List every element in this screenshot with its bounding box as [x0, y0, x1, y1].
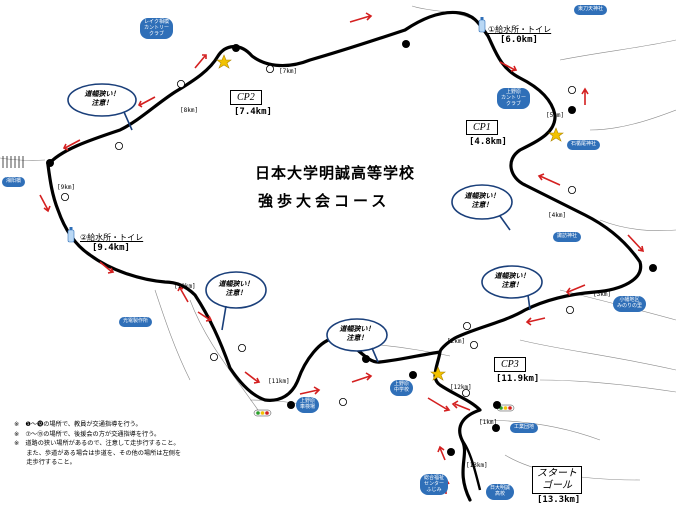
place-lake-sagami-cc: レイク相模 カントリー クラブ: [140, 18, 174, 40]
start-goal-box: スタート ゴール: [532, 466, 582, 494]
arrow-icon: [177, 285, 189, 303]
start-goal-km: [13.3km]: [537, 495, 581, 505]
bridge-icon: [2, 156, 24, 168]
water-station-1-km: [6.0km]: [500, 35, 538, 45]
distance-marker-10km: [10km]: [174, 283, 196, 290]
note-line: また、歩道がある場合は歩道を、その他の場所は左側を: [14, 449, 182, 457]
teacher-markers: [46, 40, 657, 456]
checkpoint-cp2-label: CP2: [230, 90, 262, 105]
caution-bubble-2: 道幅狭い！ 注意！: [218, 280, 254, 298]
arrow-icon: [565, 284, 586, 296]
course-spur: [461, 439, 482, 491]
caution-bubble-5: 道幅狭い！ 注意！: [494, 272, 530, 290]
place-industrial-park: 工業団地: [510, 423, 539, 433]
arrow-icon: [627, 234, 645, 253]
checkpoint-cp1-label: CP1: [466, 120, 498, 135]
goal-label: ゴール: [542, 480, 572, 491]
caution-bubble-4: 道幅狭い！ 注意！: [464, 192, 500, 210]
water-bottle-icon: [478, 17, 486, 33]
arrow-icon: [437, 445, 446, 461]
water-station-2-label: ②給水所・トイレ: [80, 233, 144, 242]
checkpoint-cp3-km: [11.9km]: [496, 374, 540, 384]
place-ishitate-shrine: 石楯尾神社: [567, 140, 601, 150]
distance-marker-2km: [2km]: [447, 338, 466, 345]
place-koden-factory: 光電製作所: [119, 317, 153, 327]
map-title: 日本大学明誠高等学校: [255, 164, 416, 182]
arrow-icon: [62, 139, 81, 151]
distance-marker-3km: [3km]: [593, 291, 612, 298]
distance-marker-5km: [5km]: [546, 112, 565, 119]
star-icon: [548, 127, 564, 142]
traffic-light-icon: [253, 409, 272, 417]
place-welfare-center: 総合福祉 センター ふじみ: [420, 474, 449, 496]
checkpoint-cp1-km: [4.8km]: [469, 137, 507, 147]
distance-marker-8km: [8km]: [180, 107, 199, 114]
water-station-2-km: [9.4km]: [92, 243, 130, 253]
parent-markers: [61, 65, 577, 406]
note-line: ※ ⑦～⑮の場所で、後援会の方が交通指導を行う。: [14, 430, 161, 438]
arrow-icon: [427, 397, 451, 412]
distance-marker-12km: [12km]: [450, 384, 472, 391]
note-line: ※ 道路の狭い場所があるので、注意して走歩行すること。: [14, 440, 180, 448]
place-tenjin-shrine: 東刀天神社: [574, 5, 608, 15]
arrow-icon: [499, 61, 518, 72]
start-label: スタート: [537, 468, 577, 479]
arrow-icon: [537, 173, 561, 186]
water-station-1-label: ①給水所・トイレ: [488, 25, 552, 34]
place-nichidai-meisei: 日大明誠 高校: [486, 484, 515, 500]
arrow-icon: [244, 371, 261, 384]
note-line: 走歩行すること。: [14, 459, 76, 467]
star-icon: [216, 54, 232, 69]
caution-bubble-shapes: [67, 83, 543, 352]
distance-marker-7km: [7km]: [279, 68, 298, 75]
map-subtitle: 強歩大会コース: [258, 192, 391, 210]
arrow-icon: [39, 194, 51, 213]
arrow-icon: [194, 54, 207, 69]
arrow-icon: [451, 400, 471, 411]
notes: ※ ❶～⓬の場所で、教員が交通指導を行う。 ※ ⑦～⑮の場所で、後援会の方が交通…: [14, 420, 181, 468]
arrow-icon: [349, 12, 373, 23]
arrow-icon: [351, 372, 373, 383]
place-uenohara-cc: 上野原 カントリー クラブ: [497, 88, 531, 110]
arrow-icon: [525, 317, 546, 326]
distance-marker-4km: [4km]: [548, 212, 567, 219]
place-bridge: 湘阳橋: [2, 177, 26, 187]
water-station-1: ①給水所・トイレ [6.0km]: [488, 24, 551, 45]
water-station-2: ②給水所・トイレ [9.4km]: [80, 232, 143, 253]
checkpoint-cp3-label: CP3: [494, 357, 526, 372]
arrow-icon: [99, 261, 115, 274]
arrow-icon: [581, 87, 589, 105]
caution-bubble-3: 道幅狭い！ 注意！: [339, 325, 375, 343]
course-route: [46, 10, 643, 502]
water-bottle-icon: [67, 227, 75, 243]
place-minori-no-sato: 小幡地区 みのりの里: [613, 296, 647, 312]
distance-marker-11km: [11km]: [268, 378, 290, 385]
arrow-icon: [197, 311, 213, 322]
arrow-icon: [299, 386, 321, 395]
checkpoint-cp2-km: [7.4km]: [234, 107, 272, 117]
caution-bubble-1: 道幅狭い！ 注意！: [84, 90, 120, 108]
place-suwa-shrine: 諏訪神社: [553, 232, 582, 242]
place-uenohara-junior-high: 上野原 中学校: [390, 380, 414, 396]
star-icon: [430, 366, 446, 381]
note-line: ※ ❶～⓬の場所で、教員が交通指導を行う。: [14, 421, 142, 428]
distance-marker-13km: [13km]: [466, 462, 488, 469]
arrow-icon: [137, 96, 156, 108]
place-uenohara-inspection: 上野原 車検場: [296, 397, 320, 413]
distance-marker-1km: [1km]: [479, 419, 498, 426]
distance-marker-9km: [9km]: [57, 184, 76, 191]
